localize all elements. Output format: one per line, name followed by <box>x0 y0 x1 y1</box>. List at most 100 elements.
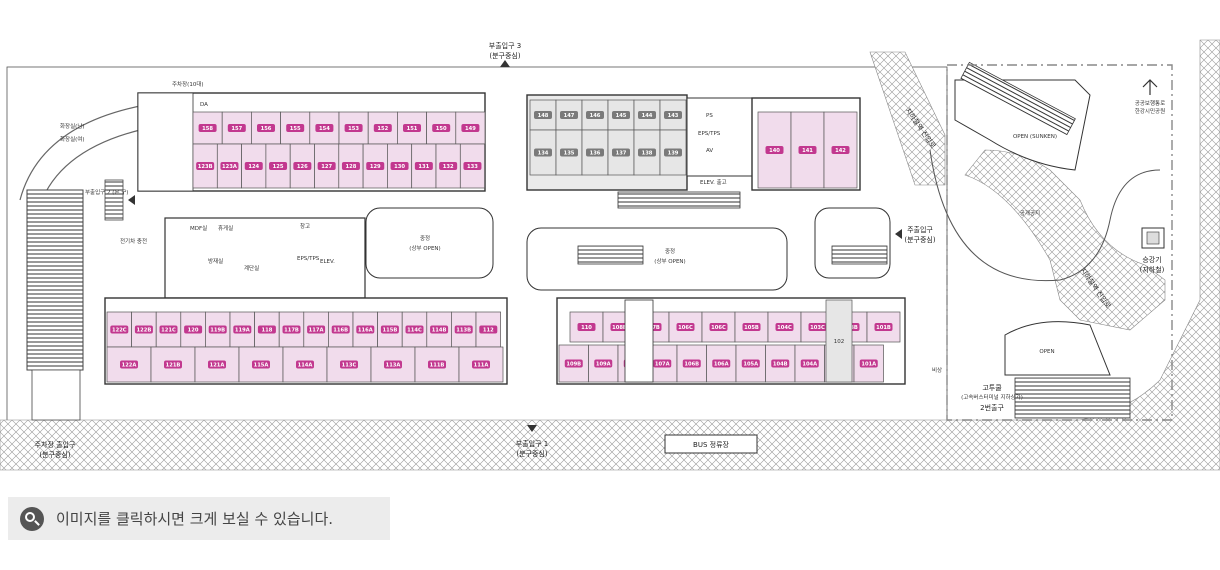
block-2-core <box>686 97 753 177</box>
unit-badge <box>742 323 761 331</box>
unit-label: 111A <box>474 363 489 369</box>
unit-111B[interactable] <box>414 346 460 383</box>
unit-badge <box>257 325 276 334</box>
unit-label: 111B <box>430 363 445 369</box>
unit-102-label: 102 <box>834 339 845 345</box>
unit-label: 140 <box>769 148 780 154</box>
unit-badge <box>269 162 288 170</box>
unit-badge <box>472 360 490 369</box>
unit-label: 142 <box>835 148 846 154</box>
atrium-1 <box>365 207 494 279</box>
unit-label: 139 <box>668 151 679 157</box>
parking-ramp <box>26 189 84 371</box>
atrium-3 <box>814 207 891 279</box>
unit-label: 126 <box>297 164 308 170</box>
sub-entrance-1: 부출입구 1 <box>516 439 548 448</box>
ps-label: PS <box>706 113 713 119</box>
unit-badge <box>439 162 458 170</box>
unit-badge <box>164 360 182 369</box>
crosswalk-label: 공공보행통로 <box>1135 99 1165 107</box>
parking-ramp-lower <box>31 369 81 421</box>
north-arrow-icon <box>1142 79 1158 95</box>
unit-label: 121C <box>161 328 176 334</box>
escalator-2 <box>577 245 644 265</box>
unit-label: 158 <box>202 126 213 132</box>
unit-label: 119A <box>235 328 250 334</box>
entrance-3-arrow-icon <box>500 60 510 67</box>
bus-stop-label: BUS 정류장 <box>693 440 729 449</box>
unit-label: 104C <box>777 325 792 331</box>
unit-badge <box>859 359 878 368</box>
unit-label: 103C <box>810 325 825 331</box>
unit-label: 119B <box>210 328 225 334</box>
public-space-label: 공개공지 <box>1020 209 1040 217</box>
sub-entrance-1-sub: (분구중심) <box>516 449 547 458</box>
unit-label: 132 <box>443 164 454 170</box>
unit-badge <box>220 162 239 170</box>
elev-label: ELEV. <box>320 259 335 265</box>
unit-badge <box>798 146 817 154</box>
unit-badge <box>208 360 226 369</box>
unit-label: 106B <box>684 362 699 368</box>
entrance-1-arrow-icon <box>527 425 537 432</box>
unit-badge <box>586 148 604 157</box>
unit-label: 116B <box>333 328 348 334</box>
unit-badge <box>341 162 360 170</box>
unit-badge <box>198 124 217 132</box>
unit-badge <box>373 124 392 132</box>
unit-badge <box>282 325 301 334</box>
west-entrance-label: 부출입구 2 (본 구) <box>85 188 128 196</box>
unit-label: 116A <box>358 328 373 334</box>
crosswalk-sub: 한강시민공원 <box>1135 107 1165 115</box>
west-entrance-arrow-icon <box>128 195 135 205</box>
highspeed-exit-sub: (고속버스터미널 지하상가) <box>961 393 1023 401</box>
unit-label: 105A <box>743 362 758 368</box>
unit-label: 130 <box>394 164 405 170</box>
unit-label: 135 <box>564 151 575 157</box>
main-entrance: 주출입구 <box>907 225 933 234</box>
zoom-note[interactable]: 이미지를 클릭하시면 크게 보실 수 있습니다. <box>8 497 390 540</box>
unit-label: 138 <box>642 151 653 157</box>
unit-label: 113A <box>386 363 401 369</box>
unit-104B[interactable] <box>765 344 796 383</box>
road-diagonal <box>869 51 946 186</box>
stairs-label: 계단실 <box>244 264 259 272</box>
unit-badge <box>340 360 358 369</box>
unit-label: 133 <box>467 164 478 170</box>
unit-label: 115B <box>383 328 398 334</box>
unit-badge <box>594 359 613 368</box>
unit-label: 141 <box>802 148 813 154</box>
unit-badge <box>638 148 656 157</box>
unit-label: 105B <box>744 325 759 331</box>
unit-badge <box>831 146 850 154</box>
unit-label: 117A <box>309 328 324 334</box>
unit-badge <box>196 162 215 170</box>
unit-label: 104A <box>802 362 817 368</box>
unit-badge <box>461 124 480 132</box>
unit-badge <box>286 124 305 132</box>
unit-badge <box>134 325 153 334</box>
break-room-label: 휴게실 <box>218 224 233 232</box>
unit-label: 106A <box>714 362 729 368</box>
unit-badge <box>244 162 263 170</box>
unit-badge <box>414 162 433 170</box>
parking-gate: 주차장 출입구 <box>35 440 76 449</box>
unit-label: 106C <box>711 325 726 331</box>
unit-149[interactable] <box>455 111 486 145</box>
unit-label: 136 <box>590 151 601 157</box>
public-space-curve <box>929 149 1161 282</box>
warehouse-label: 창고 <box>300 222 310 230</box>
atrium-2-sub: (상부 OPEN) <box>654 257 685 265</box>
unit-label: 101B <box>876 325 891 331</box>
dash-boundary <box>946 64 1173 421</box>
subway-entrance-label: 승강기 <box>1142 255 1161 264</box>
unit-label: 107A <box>655 362 670 368</box>
mdf-label: MDF실 <box>190 224 207 232</box>
unit-102[interactable] <box>825 299 853 383</box>
unit-badge <box>428 360 446 369</box>
main-entrance-arrow-icon <box>895 229 902 239</box>
unit-badge <box>741 359 760 368</box>
restroom-f-label: 화장실(여) <box>60 135 85 143</box>
atrium-1-label: 중정 <box>420 235 430 242</box>
